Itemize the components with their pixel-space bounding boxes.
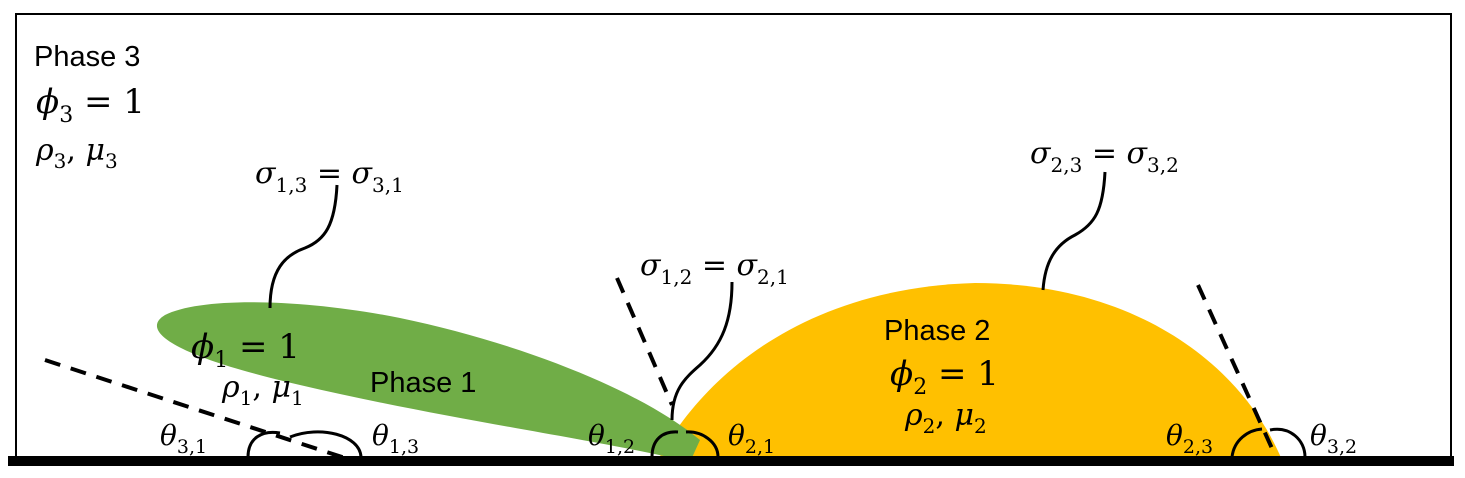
sigma-2-3-label: σ2,3 = σ3,2	[1030, 136, 1179, 177]
solid-substrate	[8, 456, 1454, 466]
sigma-1-3-label: σ1,3 = σ3,1	[255, 156, 404, 197]
phase-2-properties: ρ2, μ2	[904, 398, 987, 438]
phase-2-droplet	[658, 283, 1282, 460]
theta-2-3-label: θ2,3	[1166, 419, 1213, 458]
phase-3-fraction: ϕ3 = 1	[36, 82, 145, 128]
phase-1-droplet	[156, 302, 700, 462]
phase-1-name: Phase 1	[370, 367, 476, 399]
theta-1-3-label: θ1,3	[372, 419, 419, 458]
theta-1-2-label: θ1,2	[588, 419, 635, 458]
tangent-line-phase2-right	[1196, 284, 1277, 456]
theta-3-2-label: θ3,2	[1310, 419, 1357, 458]
sigma-1-2-label: σ1,2 = σ2,1	[640, 248, 789, 289]
angle-arc-theta-3-2	[1269, 427, 1307, 458]
leader-sigma-2-3	[1041, 171, 1107, 291]
theta-2-1-label: θ2,1	[728, 419, 775, 458]
phase-3-properties: ρ3, μ3	[35, 133, 118, 173]
theta-3-1-label: θ3,1	[160, 419, 207, 458]
angle-arc-theta-2-3	[1230, 427, 1263, 458]
phase-1-fraction: ϕ1 = 1	[191, 327, 300, 373]
angle-arc-theta-3-1	[246, 430, 281, 458]
phase-2-name: Phase 2	[884, 315, 990, 347]
leader-sigma-1-2	[670, 281, 734, 421]
angle-arc-theta-1-3	[289, 430, 363, 458]
phase-2-fraction: ϕ2 = 1	[890, 354, 999, 400]
phase-3-name: Phase 3	[34, 41, 140, 73]
tangent-line-triple-point	[615, 277, 674, 406]
angle-arc-theta-1-2	[650, 430, 679, 458]
phase-1-properties: ρ1, μ1	[221, 370, 304, 410]
leader-sigma-1-3	[268, 184, 339, 309]
angle-arc-theta-2-1	[685, 430, 720, 458]
